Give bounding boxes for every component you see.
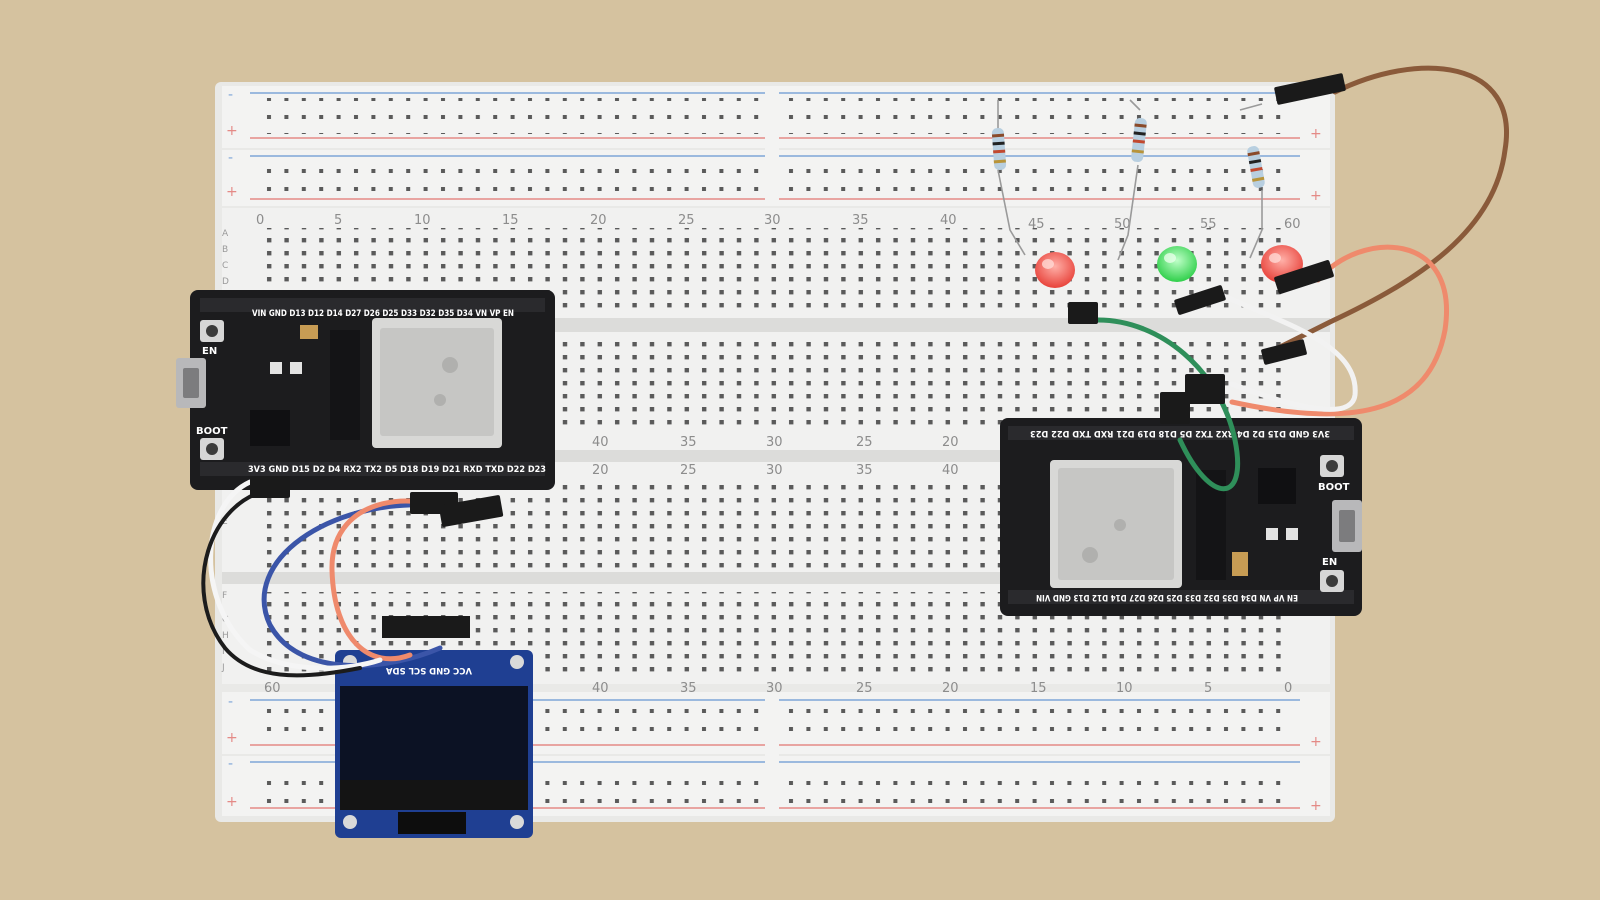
col-number: 30	[766, 435, 783, 450]
esp32-right-bottom-pins: EN VP VN D34 D35 D32 D33 D25 D26 D27 D14…	[1036, 592, 1298, 602]
col-number: 30	[766, 463, 783, 478]
wire-orange-right	[1229, 244, 1449, 417]
oled-display: VCC GND SCL SDA	[335, 616, 533, 838]
col-number: 40	[592, 681, 609, 696]
en-label: EN	[1322, 557, 1337, 568]
col-number: 30	[764, 213, 781, 228]
middle-column-numbers-lower: 20 25 30 35 40	[592, 463, 959, 478]
en-label: EN	[202, 346, 217, 357]
row-letter: D	[222, 277, 229, 287]
wire-brown	[1267, 65, 1509, 355]
resistor-3	[1239, 103, 1265, 259]
row-letter: E	[222, 517, 228, 527]
col-number: 20	[590, 213, 607, 228]
col-number: 15	[1030, 681, 1047, 696]
col-number: 35	[856, 463, 873, 478]
rail-plus-label: +	[226, 123, 238, 139]
col-number: 35	[852, 213, 869, 228]
col-number: 20	[942, 435, 959, 450]
wire-green	[1095, 317, 1241, 492]
row-letter: F	[222, 591, 227, 601]
row-letter: J	[221, 663, 225, 673]
col-number: 35	[680, 435, 697, 450]
dupont-connectors	[250, 73, 1346, 527]
esp32-right-top-pins: 3V3 GND D15 D2 D4 RX2 TX2 D5 D18 D19 D21…	[1030, 428, 1330, 438]
esp32-board-left: VIN GND D13 D12 D14 D27 D26 D25 D33 D32 …	[176, 290, 555, 490]
oled-pins: VCC GND SCL SDA	[386, 665, 472, 675]
row-letter: I	[222, 647, 225, 657]
col-number: 25	[678, 213, 695, 228]
col-number: 40	[592, 435, 609, 450]
col-number: 10	[1116, 681, 1133, 696]
boot-label: BOOT	[196, 426, 228, 437]
resistor-2	[1117, 99, 1147, 261]
led-green	[1157, 246, 1197, 282]
row-letter: A	[222, 229, 229, 239]
col-number: 25	[680, 463, 697, 478]
boot-label: BOOT	[1318, 482, 1350, 493]
col-number: 0	[256, 213, 264, 228]
row-letters: A B C D E F G H I J	[221, 229, 229, 673]
col-number: 20	[592, 463, 609, 478]
esp32-left-top-pins: VIN GND D13 D12 D14 D27 D26 D25 D33 D32 …	[252, 309, 514, 319]
col-number: 55	[1200, 217, 1217, 232]
top-column-numbers: 0 5 10 15 20 25 30 35 40 45 50 55 60	[256, 213, 1301, 232]
esp32-left-bottom-pins: 3V3 GND D15 D2 D4 RX2 TX2 D5 D18 D19 D21…	[248, 465, 546, 475]
rail-plus-label: +	[226, 184, 238, 200]
col-number: 40	[942, 463, 959, 478]
middle-column-numbers-upper: 40 35 30 25 20	[592, 435, 959, 450]
bottom-column-numbers: 60 40 35 30 25 20 15 10 5 0	[264, 681, 1292, 696]
row-letter: C	[222, 261, 228, 271]
rail-minus-label: -	[228, 150, 233, 166]
col-number: 40	[940, 213, 957, 228]
rail-plus-label: +	[226, 794, 238, 810]
resistor-1	[991, 100, 1026, 256]
rail-minus-label: -	[228, 694, 233, 710]
col-number: 25	[856, 681, 873, 696]
rail-plus-label: +	[1310, 798, 1322, 814]
col-number: 50	[1114, 217, 1131, 232]
col-number: 20	[942, 681, 959, 696]
led-red-left	[1035, 252, 1075, 288]
rail-plus-label: +	[226, 730, 238, 746]
rail-minus-label: -	[228, 756, 233, 772]
row-letter: B	[222, 245, 228, 255]
wire-blue	[261, 502, 443, 669]
wire-white-right	[1197, 282, 1358, 412]
col-number: 60	[264, 681, 281, 696]
col-number: 5	[1204, 681, 1212, 696]
col-number: 35	[680, 681, 697, 696]
rail-minus-label: -	[228, 87, 233, 103]
col-number: 15	[502, 213, 519, 228]
wire-white-left	[208, 479, 383, 671]
col-number: 45	[1028, 217, 1045, 232]
wire-black-left	[201, 488, 362, 678]
col-number: 5	[334, 213, 342, 228]
col-number: 30	[766, 681, 783, 696]
col-number: 0	[1284, 681, 1292, 696]
col-number: 10	[414, 213, 431, 228]
col-number: 25	[856, 435, 873, 450]
col-number: 60	[1284, 217, 1301, 232]
row-letter: H	[222, 631, 229, 641]
rail-plus-label: +	[1310, 734, 1322, 750]
rail-plus-label: +	[1310, 188, 1322, 204]
rail-plus-label: +	[1310, 126, 1322, 142]
